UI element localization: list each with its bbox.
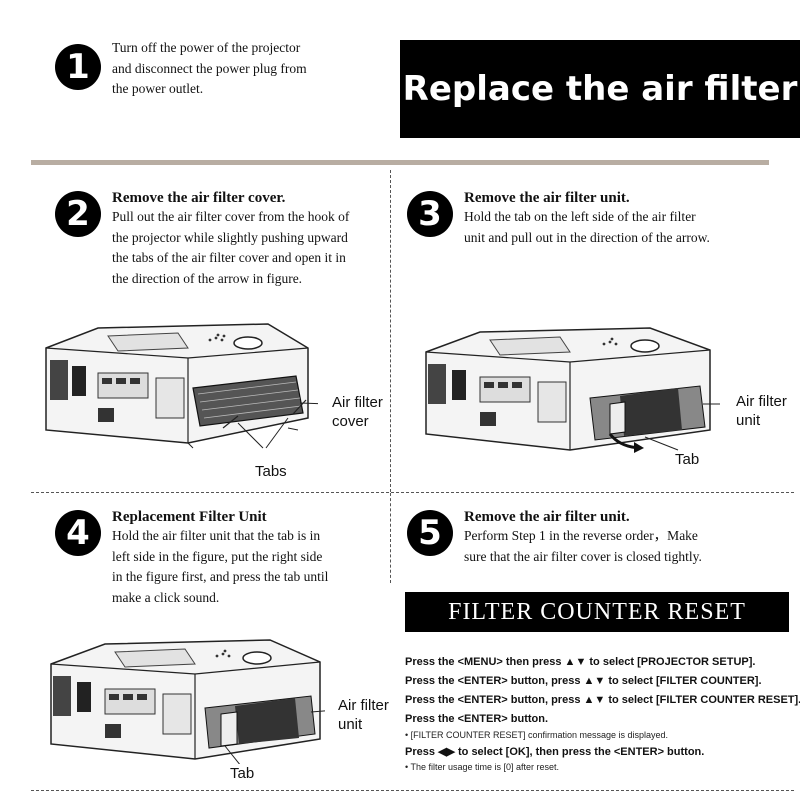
reset-instruction-5: Press ◀▶ to select [OK], then press the … <box>405 746 705 758</box>
step-2-text: Pull out the air filter cover from the h… <box>112 209 350 286</box>
reset-instruction-4: Press the <ENTER> button. <box>405 713 549 725</box>
step-5-text: Perform Step 1 in the reverse order，Make… <box>464 528 702 564</box>
figure-4-callout: Air filter unit <box>338 697 389 733</box>
step-4-number: 4 <box>55 510 101 556</box>
reset-note-2: • The filter usage time is [0] after res… <box>405 762 560 772</box>
figure-2-callout: Air filter cover <box>332 394 383 430</box>
step-1-text: Turn off the power of the projector and … <box>112 40 307 96</box>
step-2-number: 2 <box>55 191 101 237</box>
step-3-text: Hold the tab on the left side of the air… <box>464 209 710 245</box>
figure-4-projector-illustration <box>50 639 325 764</box>
divider-horizontal-bottom <box>31 790 794 791</box>
reset-note-1: • [FILTER COUNTER RESET] confirmation me… <box>405 730 669 740</box>
step-4-title: Replacement Filter Unit <box>112 509 267 525</box>
step-5-title: Remove the air filter unit. <box>464 509 630 525</box>
figure-3-tab-label: Tab <box>675 451 700 468</box>
step-3-title: Remove the air filter unit. <box>464 190 630 206</box>
reset-instruction-3: Press the <ENTER> button, press ▲▼ to se… <box>405 694 800 706</box>
reset-instruction-1: Press the <MENU> then press ▲▼ to select… <box>405 656 756 668</box>
step-4-text: Hold the air filter unit that the tab is… <box>112 528 329 605</box>
page-title: Replace the air filter <box>400 40 800 138</box>
reset-instruction-2: Press the <ENTER> button, press ▲▼ to se… <box>405 675 762 687</box>
figure-2-projector-illustration <box>45 323 318 449</box>
step-2-title: Remove the air filter cover. <box>112 190 286 206</box>
divider-rule <box>31 160 769 165</box>
step-1-number: 1 <box>55 44 101 90</box>
divider-vertical-bottom <box>390 493 391 583</box>
figure-3-projector-illustration <box>425 327 720 453</box>
step-5-number: 5 <box>407 510 453 556</box>
figure-2-tabs-label: Tabs <box>255 463 287 480</box>
figure-4-tab-label: Tab <box>230 765 255 782</box>
figure-3-callout: Air filter unit <box>736 393 787 429</box>
step-3-number: 3 <box>407 191 453 237</box>
divider-vertical-top <box>390 170 391 492</box>
divider-horizontal-middle <box>31 492 794 493</box>
filter-counter-reset-heading: FILTER COUNTER RESET <box>405 592 789 632</box>
